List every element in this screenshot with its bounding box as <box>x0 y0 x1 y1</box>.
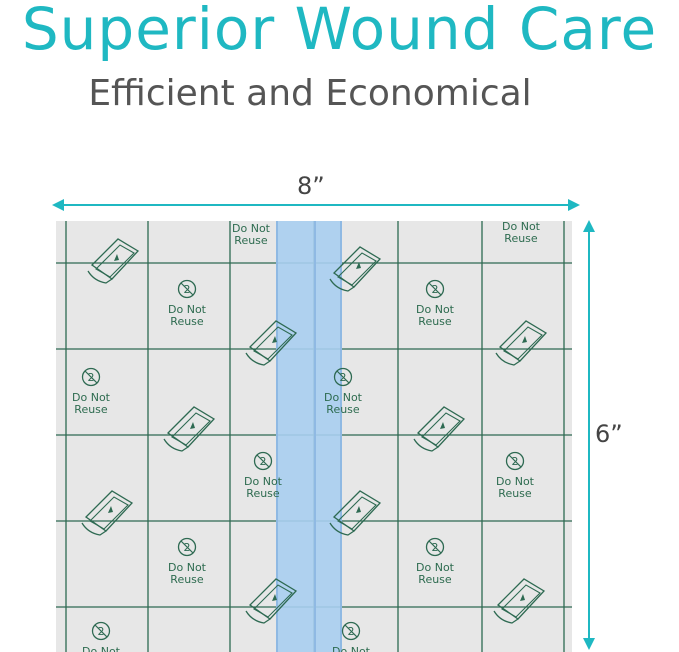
marking-line2: Reuse <box>170 573 204 586</box>
marking-line2: Reuse <box>418 573 452 586</box>
peel-tab-icon <box>160 399 222 461</box>
marking-line2: Reuse <box>418 315 452 328</box>
do-not-reuse-icon: 2 <box>152 279 222 302</box>
peel-tab-icon <box>242 571 304 633</box>
height-label: 6” <box>595 420 623 448</box>
height-arrow-icon <box>583 220 595 650</box>
marking-line2: Reuse <box>74 403 108 416</box>
peel-tab-icon <box>326 483 388 545</box>
headline-subtitle: Efficient and Economical <box>88 73 532 114</box>
do-not-reuse-icon: 2 <box>400 279 470 302</box>
width-arrow-icon <box>52 199 580 211</box>
marking-line1: Do Not <box>332 645 370 652</box>
marking-line1: Do Not <box>416 303 454 316</box>
peel-tab-icon <box>410 399 472 461</box>
headline-title: Superior Wound Care <box>21 0 658 63</box>
peel-tab-icon <box>242 313 304 375</box>
peel-tab-icon <box>492 313 554 375</box>
peel-tab-icon <box>84 231 146 293</box>
marking-line1: Do Not <box>416 561 454 574</box>
backing-strip-edge <box>340 221 342 652</box>
do-not-reuse-icon: 2 <box>56 367 126 390</box>
do-not-reuse-icon: 2 <box>152 537 222 560</box>
peel-tab-icon <box>78 483 140 545</box>
marking-line2: Reuse <box>326 403 360 416</box>
backing-strip-edge <box>314 221 316 652</box>
backing-strip <box>276 221 342 652</box>
marking-line1: Do Not <box>244 475 282 488</box>
marking-line1: Do Not <box>496 475 534 488</box>
marking-line2: Reuse <box>234 234 268 247</box>
peel-tab-icon <box>490 571 552 633</box>
do-not-reuse-icon: 2 <box>308 367 378 390</box>
marking-line1: Do Not <box>72 391 110 404</box>
do-not-reuse-icon: 2 <box>316 621 386 644</box>
do-not-reuse-icon: 2 <box>480 451 550 474</box>
do-not-reuse-icon: 2 <box>228 451 298 474</box>
peel-tab-icon <box>326 239 388 301</box>
marking-line1: Do Not <box>324 391 362 404</box>
marking-line2: Reuse <box>246 487 280 500</box>
width-label: 8” <box>297 172 325 200</box>
marking-line1: Do Not <box>82 645 120 652</box>
marking-line2: Reuse <box>170 315 204 328</box>
marking-line1: Do Not <box>232 222 270 235</box>
marking-line1: Do Not <box>502 221 540 233</box>
marking-line1: Do Not <box>168 561 206 574</box>
marking-line1: Do Not <box>168 303 206 316</box>
backing-strip-edge <box>276 221 278 652</box>
marking-line2: Reuse <box>498 487 532 500</box>
do-not-reuse-icon: 2 <box>400 537 470 560</box>
do-not-reuse-icon: 2 <box>66 621 136 644</box>
marking-line2: Reuse <box>504 232 538 245</box>
